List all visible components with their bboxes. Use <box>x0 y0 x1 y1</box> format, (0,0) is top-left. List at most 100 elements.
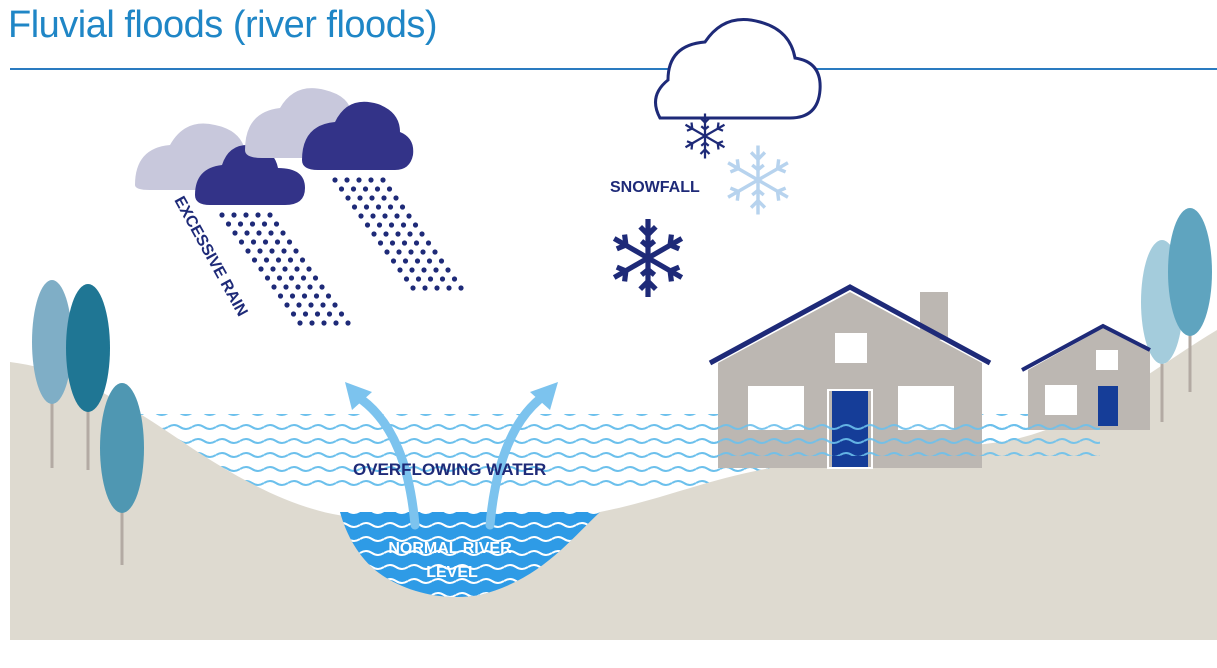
rain-drop <box>414 258 421 264</box>
rain-drop <box>255 212 261 218</box>
rain-drop <box>413 240 420 246</box>
rain-drop <box>434 285 440 291</box>
rain-drop <box>299 257 306 263</box>
trees-left <box>32 280 144 565</box>
rain-drops-left <box>219 212 351 326</box>
rain-drop <box>402 258 409 264</box>
rain-drop <box>302 311 309 317</box>
rain-drop <box>269 248 275 254</box>
rain-drop <box>356 177 362 183</box>
snowflake-icon-light <box>726 143 790 217</box>
rain-drop <box>238 239 245 245</box>
rain-drop <box>263 257 270 263</box>
rain-drop <box>261 221 268 227</box>
rain-drop <box>320 302 326 308</box>
rain-drop <box>403 276 410 282</box>
rain-drop <box>458 285 464 291</box>
rain-drop <box>268 230 274 236</box>
rain-drop <box>237 221 244 227</box>
rain-drop <box>309 320 315 326</box>
rain-drop <box>219 212 225 218</box>
rain-drop <box>351 204 358 210</box>
rain-drop <box>425 240 432 246</box>
rain-drop <box>257 248 263 254</box>
overflow-arrowhead-right <box>530 382 558 410</box>
rain-drop <box>394 213 400 219</box>
rain-drop <box>396 249 402 255</box>
rain-drop <box>280 230 286 236</box>
rain-drop <box>250 239 257 245</box>
rain-drop <box>256 230 262 236</box>
excessive-rain-label: EXCESSIVE RAIN <box>171 194 251 320</box>
rain-drop <box>410 285 416 291</box>
rain-drop <box>421 267 427 273</box>
rain-drop <box>370 213 376 219</box>
rain-drop <box>364 222 371 228</box>
rain-drop <box>409 267 415 273</box>
rain-drop <box>380 177 386 183</box>
rain-drop <box>338 186 345 192</box>
rain-drop <box>270 266 276 272</box>
rain-drop <box>276 275 283 281</box>
rain-drop <box>287 257 294 263</box>
rain-drop <box>382 213 388 219</box>
rain-drop <box>283 284 289 290</box>
rain-drop <box>289 293 296 299</box>
rain-drop <box>319 284 325 290</box>
rain-drop <box>432 249 438 255</box>
snow-cloud <box>654 18 822 120</box>
rain-drop <box>281 248 287 254</box>
snowflake-icon-small <box>684 112 726 160</box>
rain-drop <box>368 177 374 183</box>
trees-right <box>1141 208 1212 422</box>
normal-river-level-label-line1: NORMAL RIVER <box>388 540 512 557</box>
rain-cloud-right <box>245 88 414 170</box>
rain-drop <box>406 213 412 219</box>
rain-drop <box>438 258 445 264</box>
rain-drop <box>332 302 338 308</box>
overflow-arrows <box>350 390 550 530</box>
rain-drop <box>258 266 264 272</box>
rain-drop <box>264 275 271 281</box>
rain-drop <box>262 239 269 245</box>
rain-drop <box>243 212 249 218</box>
rain-drop <box>338 311 345 317</box>
rain-drop <box>232 230 238 236</box>
house-small <box>1021 323 1151 430</box>
rain-drop <box>400 222 407 228</box>
rain-drop <box>244 230 250 236</box>
rain-drop <box>301 293 308 299</box>
rain-drop <box>433 267 439 273</box>
rain-drop <box>395 231 401 237</box>
rain-drop <box>350 186 357 192</box>
rain-drop <box>399 204 406 210</box>
rain-drop <box>388 222 395 228</box>
diagram-title: Fluvial floods (river floods) <box>8 4 437 46</box>
rain-drop <box>446 285 452 291</box>
rain-drop <box>245 248 251 254</box>
rain-drop <box>275 257 282 263</box>
rain-drop <box>393 195 399 201</box>
rain-drop <box>357 195 363 201</box>
rain-drop <box>344 177 350 183</box>
rain-drop <box>273 221 280 227</box>
rain-drop <box>288 275 295 281</box>
rain-drop <box>225 221 232 227</box>
rain-drop <box>286 239 293 245</box>
rain-drop <box>321 320 327 326</box>
rain-drop <box>300 275 307 281</box>
rain-drop <box>381 195 387 201</box>
rain-drop <box>251 257 258 263</box>
rain-drop <box>415 276 422 282</box>
rain-drop <box>426 258 433 264</box>
normal-river-level-label-line2: LEVEL <box>426 564 478 581</box>
rain-drop <box>420 249 426 255</box>
title-divider <box>10 68 1217 70</box>
ground <box>10 330 1217 640</box>
rain-drop <box>383 231 389 237</box>
rain-drop <box>384 249 390 255</box>
overflowing-water-label: OVERFLOWING WATER <box>353 460 546 479</box>
rain-drop <box>297 320 303 326</box>
